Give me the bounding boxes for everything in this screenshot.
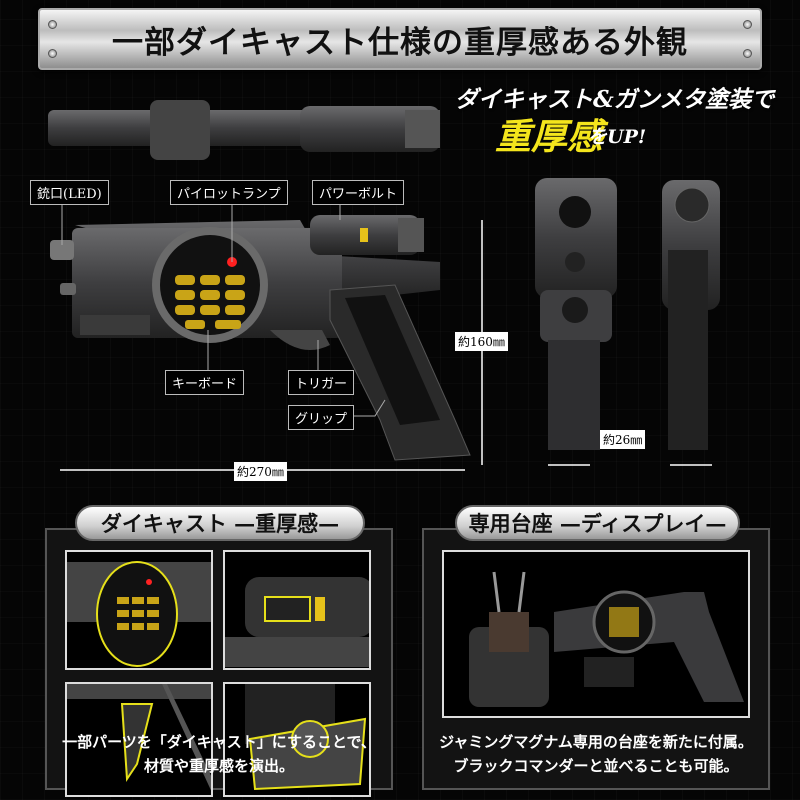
gun-front-view (535, 178, 617, 450)
rivet-icon (743, 49, 752, 58)
dimension-height: 約160㎜ (455, 332, 508, 351)
tagline-suffix: をUP! (588, 126, 647, 148)
dimension-length: 約270㎜ (234, 462, 287, 481)
product-illustration (48, 100, 720, 471)
panel-caption: ジャミングマグナム専用の台座を新たに付属。 ブラックコマンダーと並べることも可能… (424, 730, 768, 778)
gun-rear-view (662, 180, 720, 450)
rivet-icon (48, 20, 57, 29)
panel-caption: 一部パーツを「ダイキャスト」にすることで、 材質や重厚感を演出。 (47, 730, 391, 778)
detail-photo-trigger (65, 682, 213, 797)
callout-pilot-lamp: パイロットランプ (170, 180, 288, 205)
diecast-panel: 一部パーツを「ダイキャスト」にすることで、 材質や重厚感を演出。 (45, 528, 393, 797)
callout-muzzle: 銃口(LED) (30, 180, 109, 205)
caption-line: ジャミングマグナム専用の台座を新たに付属。 (439, 733, 753, 751)
tagline: ダイキャスト&ガンメタ塗装で (455, 86, 775, 113)
callout-grip: グリップ (288, 405, 355, 430)
rivet-icon (48, 49, 57, 58)
panel-title-display: 専用台座 —ディスプレイ— (455, 505, 740, 541)
gun-side-view (50, 215, 471, 461)
page-title: 一部ダイキャスト仕様の重厚感ある外観 (112, 24, 688, 61)
panel-title-diecast: ダイキャスト —重厚感— (75, 505, 365, 541)
callout-keyboard: キーボード (165, 370, 245, 395)
caption-line: 材質や重厚感を演出。 (143, 757, 294, 775)
caption-line: 一部パーツを「ダイキャスト」にすることで、 (62, 733, 376, 751)
detail-photo-power-bolt (223, 550, 371, 670)
display-stand-panel: ジャミングマグナム専用の台座を新たに付属。 ブラックコマンダーと並べることも可能… (422, 528, 770, 790)
display-stand-photo (442, 550, 750, 718)
callout-trigger: トリガー (288, 370, 355, 395)
rivet-icon (743, 20, 752, 29)
leader-lines (61, 203, 386, 417)
callout-power-bolt: パワーボルト (312, 180, 405, 205)
detail-photo-grip (223, 682, 371, 797)
gun-top-view (48, 100, 440, 160)
tagline-highlight: 重厚感 (495, 116, 604, 158)
caption-line: ブラックコマンダーと並べることも可能。 (453, 757, 739, 775)
detail-photo-keyboard (65, 550, 213, 670)
title-banner: 一部ダイキャスト仕様の重厚感ある外観 (38, 8, 762, 70)
dimension-width: 約26㎜ (600, 430, 646, 449)
